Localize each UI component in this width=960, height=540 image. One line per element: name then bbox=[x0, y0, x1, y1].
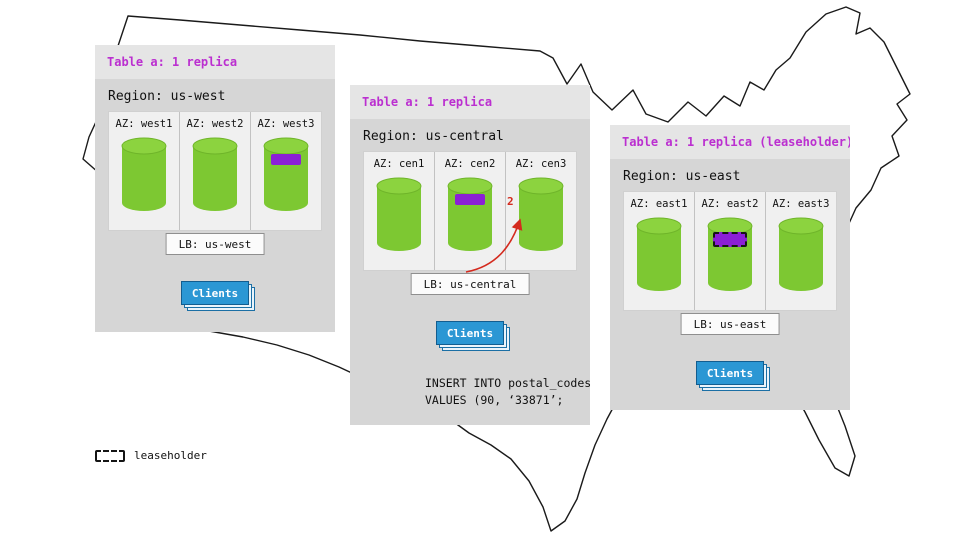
az-cell-cen2: AZ: cen2 bbox=[435, 152, 506, 270]
table-replica-label: Table a: 1 replica (leaseholder) bbox=[610, 125, 850, 159]
az-grid: AZ: cen1 AZ: cen2 bbox=[363, 151, 577, 271]
az-label: AZ: cen3 bbox=[515, 158, 567, 170]
cylinder-icon bbox=[778, 217, 824, 291]
region-title: Region: us-central bbox=[363, 129, 504, 144]
az-label: AZ: west2 bbox=[186, 118, 244, 130]
cylinder-icon bbox=[447, 177, 493, 251]
cylinder-icon bbox=[707, 217, 753, 291]
replica-patch bbox=[455, 194, 485, 205]
load-balancer-box: LB: us-east bbox=[680, 313, 780, 335]
az-label: AZ: cen2 bbox=[444, 158, 496, 170]
clients-button[interactable]: Clients bbox=[181, 281, 249, 305]
database-cylinder bbox=[376, 177, 422, 253]
table-replica-text: Table a: 1 replica bbox=[107, 55, 238, 69]
database-cylinder bbox=[778, 217, 824, 293]
table-replica-text: Table a: 1 replica bbox=[362, 95, 493, 109]
database-cylinder bbox=[192, 137, 238, 213]
leaseholder-legend-label: leaseholder bbox=[134, 449, 207, 462]
region-panel-us-east: Table a: 1 replica (leaseholder) Region:… bbox=[610, 125, 850, 410]
region-title: Region: us-west bbox=[108, 89, 226, 104]
database-cylinder bbox=[447, 177, 493, 253]
replica-patch bbox=[271, 154, 301, 165]
leaseholder-swatch-icon bbox=[95, 449, 125, 462]
az-cell-east2: AZ: east2 bbox=[695, 192, 766, 310]
region-title: Region: us-east bbox=[623, 169, 741, 184]
az-label: AZ: west1 bbox=[115, 118, 173, 130]
cylinder-icon bbox=[263, 137, 309, 211]
table-replica-label: Table a: 1 replica bbox=[350, 85, 590, 119]
region-panel-us-west: Table a: 1 replica Region: us-west AZ: w… bbox=[95, 45, 335, 332]
database-cylinder bbox=[636, 217, 682, 293]
cylinder-icon bbox=[518, 177, 564, 251]
region-panel-us-central: Table a: 1 replica Region: us-central AZ… bbox=[350, 85, 591, 425]
az-cell-west1: AZ: west1 bbox=[109, 112, 180, 230]
az-cell-cen3: AZ: cen3 bbox=[506, 152, 576, 270]
database-cylinder bbox=[518, 177, 564, 253]
cylinder-icon bbox=[121, 137, 167, 211]
cylinder-icon bbox=[192, 137, 238, 211]
az-label: AZ: cen1 bbox=[373, 158, 425, 170]
table-replica-text: Table a: 1 replica (leaseholder) bbox=[622, 135, 850, 149]
az-cell-cen1: AZ: cen1 bbox=[364, 152, 435, 270]
load-balancer-box: LB: us-central bbox=[410, 273, 530, 295]
database-cylinder bbox=[263, 137, 309, 213]
clients-button[interactable]: Clients bbox=[696, 361, 764, 385]
az-cell-east3: AZ: east3 bbox=[766, 192, 836, 310]
leaseholder-replica-patch bbox=[713, 232, 747, 247]
az-label: AZ: west3 bbox=[257, 118, 315, 130]
load-balancer-box: LB: us-west bbox=[165, 233, 265, 255]
cylinder-icon bbox=[376, 177, 422, 251]
az-label: AZ: east1 bbox=[630, 198, 688, 210]
database-cylinder bbox=[707, 217, 753, 293]
az-label: AZ: east2 bbox=[701, 198, 759, 210]
az-grid: AZ: west1 AZ: west2 AZ: bbox=[108, 111, 322, 231]
sql-line-1: INSERT INTO postal_codes bbox=[425, 376, 592, 390]
clients-button[interactable]: Clients bbox=[436, 321, 504, 345]
az-label: AZ: east3 bbox=[772, 198, 830, 210]
insert-sql-statement: INSERT INTO postal_codes VALUES (90, ‘33… bbox=[425, 375, 591, 410]
table-replica-label: Table a: 1 replica bbox=[95, 45, 335, 79]
database-cylinder bbox=[121, 137, 167, 213]
az-cell-west2: AZ: west2 bbox=[180, 112, 251, 230]
sql-line-2: VALUES (90, ‘33871’; bbox=[425, 393, 564, 408]
az-grid: AZ: east1 AZ: east2 bbox=[623, 191, 837, 311]
leaseholder-legend: leaseholder bbox=[95, 449, 207, 462]
az-cell-west3: AZ: west3 bbox=[251, 112, 321, 230]
az-cell-east1: AZ: east1 bbox=[624, 192, 695, 310]
cylinder-icon bbox=[636, 217, 682, 291]
